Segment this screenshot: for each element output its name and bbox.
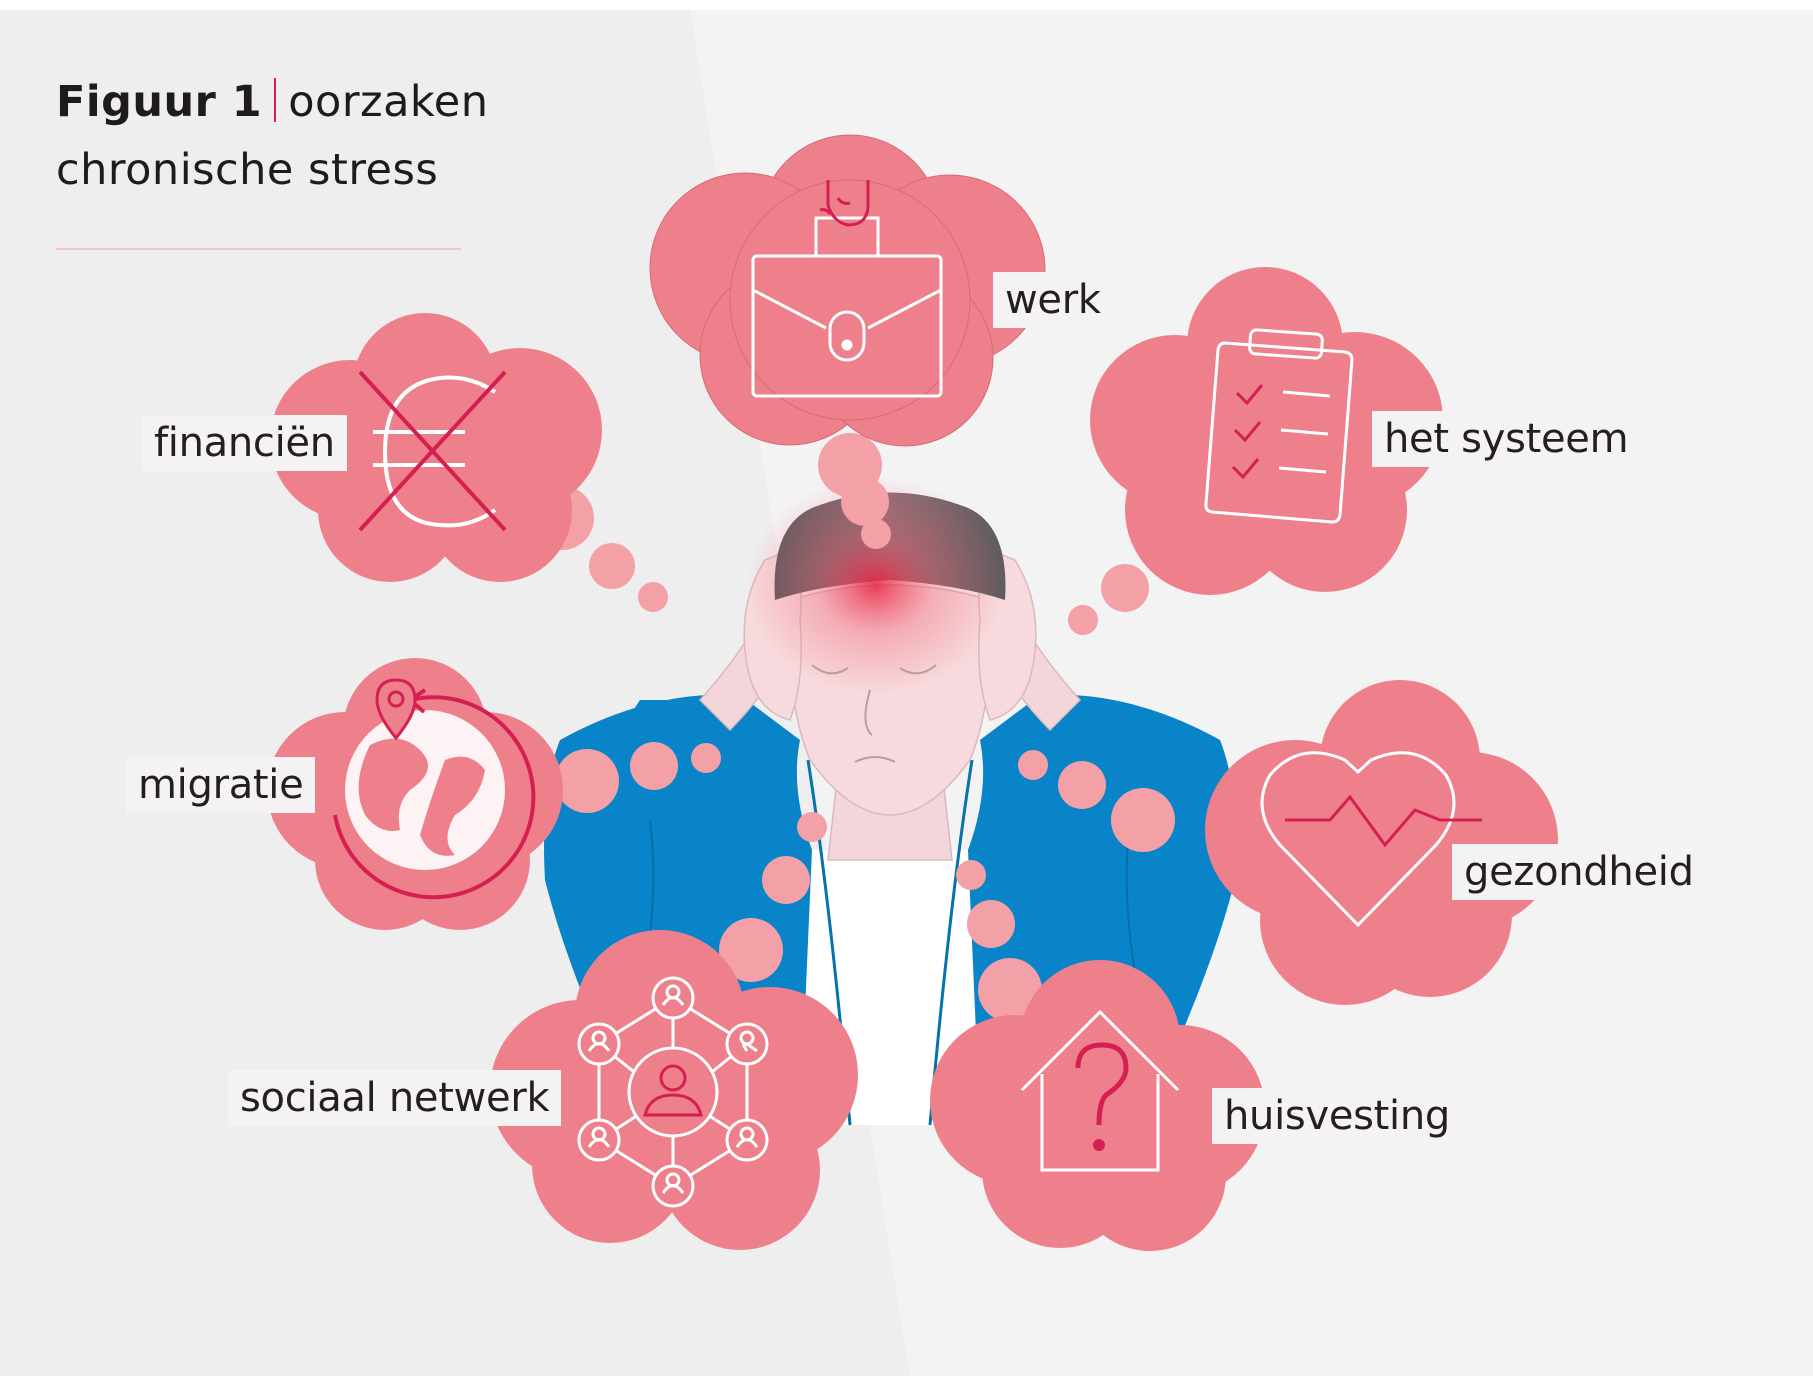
label-migratie: migratie	[126, 757, 316, 813]
title-subject: oorzaken	[288, 77, 489, 127]
briefcase-icon	[751, 216, 943, 398]
label-huisvesting: huisvesting	[1212, 1088, 1486, 1144]
label-het-systeem: het systeem	[1372, 411, 1641, 467]
title-divider	[56, 248, 461, 250]
heart-pulse-icon	[1260, 751, 1482, 928]
title-line-2: chronische stress	[56, 145, 439, 195]
label-sociaal-netwerk: sociaal netwerk	[228, 1070, 562, 1126]
title-separator	[274, 78, 277, 122]
title-figure-number: Figuur 1	[56, 77, 263, 127]
label-werk: werk	[993, 272, 1113, 328]
house-question-icon	[1020, 1009, 1180, 1172]
label-gezondheid: gezondheid	[1452, 844, 1706, 900]
globe-location-icon	[333, 678, 536, 900]
clipboard-checklist-icon	[1204, 328, 1354, 524]
people-network-icon	[577, 976, 769, 1208]
title-line-1: Figuur 1 oorzaken	[56, 68, 489, 136]
label-financien: financiën	[142, 415, 347, 471]
figure-title: Figuur 1 oorzaken chronische stress	[56, 68, 489, 204]
cloud-gezondheid	[1205, 680, 1558, 1005]
cloud-huisvesting	[930, 960, 1265, 1251]
crossed-euro-icon	[358, 370, 507, 532]
hand-icon	[819, 180, 870, 227]
